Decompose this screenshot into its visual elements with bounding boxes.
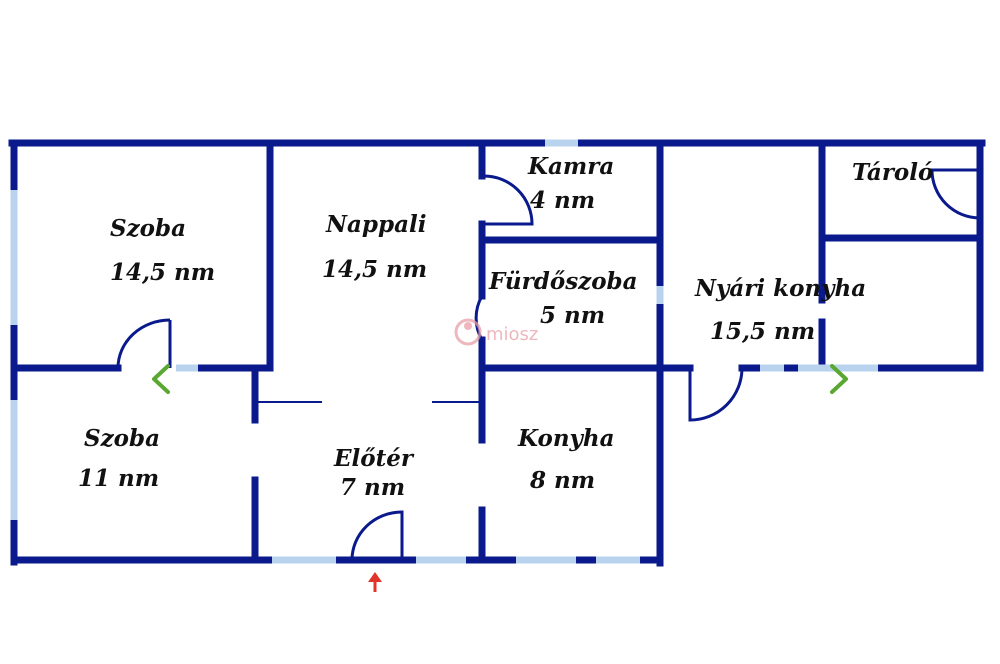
room-area-furdoszoba: 5 nm: [540, 302, 605, 329]
room-name-konyha: Konyha: [517, 425, 615, 452]
walls: [8, 139, 986, 567]
room-area-konyha: 8 nm: [529, 467, 595, 494]
green-chevron-icon: [830, 364, 848, 394]
red-up-arrow-icon: [368, 572, 382, 592]
room-name-nappali: Nappali: [325, 211, 426, 238]
room-name-eloter: Előtér: [333, 445, 415, 472]
green-chevron-icon: [152, 364, 170, 394]
room-name-tarolo: Tároló: [852, 159, 933, 186]
room-name-szoba-1: Szoba: [110, 215, 186, 242]
room-name-furdoszoba: Fürdőszoba: [488, 268, 638, 295]
watermark: miosz: [454, 318, 538, 346]
room-name-szoba-2: Szoba: [84, 425, 160, 452]
room-area-nappali: 14,5 nm: [322, 256, 427, 283]
room-labels: Szoba 14,5 nm Nappali 14,5 nm Kamra 4 nm…: [78, 153, 933, 501]
windows: [10, 139, 878, 564]
room-name-kamra: Kamra: [527, 153, 614, 180]
room-area-eloter: 7 nm: [340, 474, 405, 501]
room-area-szoba-1: 14,5 nm: [110, 259, 215, 286]
watermark-text: miosz: [486, 324, 538, 345]
miosz-logo-icon: [454, 318, 482, 346]
room-area-kamra: 4 nm: [530, 187, 595, 214]
room-area-szoba-2: 11 nm: [78, 465, 159, 492]
room-name-nyari-konyha: Nyári konyha: [694, 275, 866, 302]
room-area-nyari-konyha: 15,5 nm: [710, 318, 815, 345]
